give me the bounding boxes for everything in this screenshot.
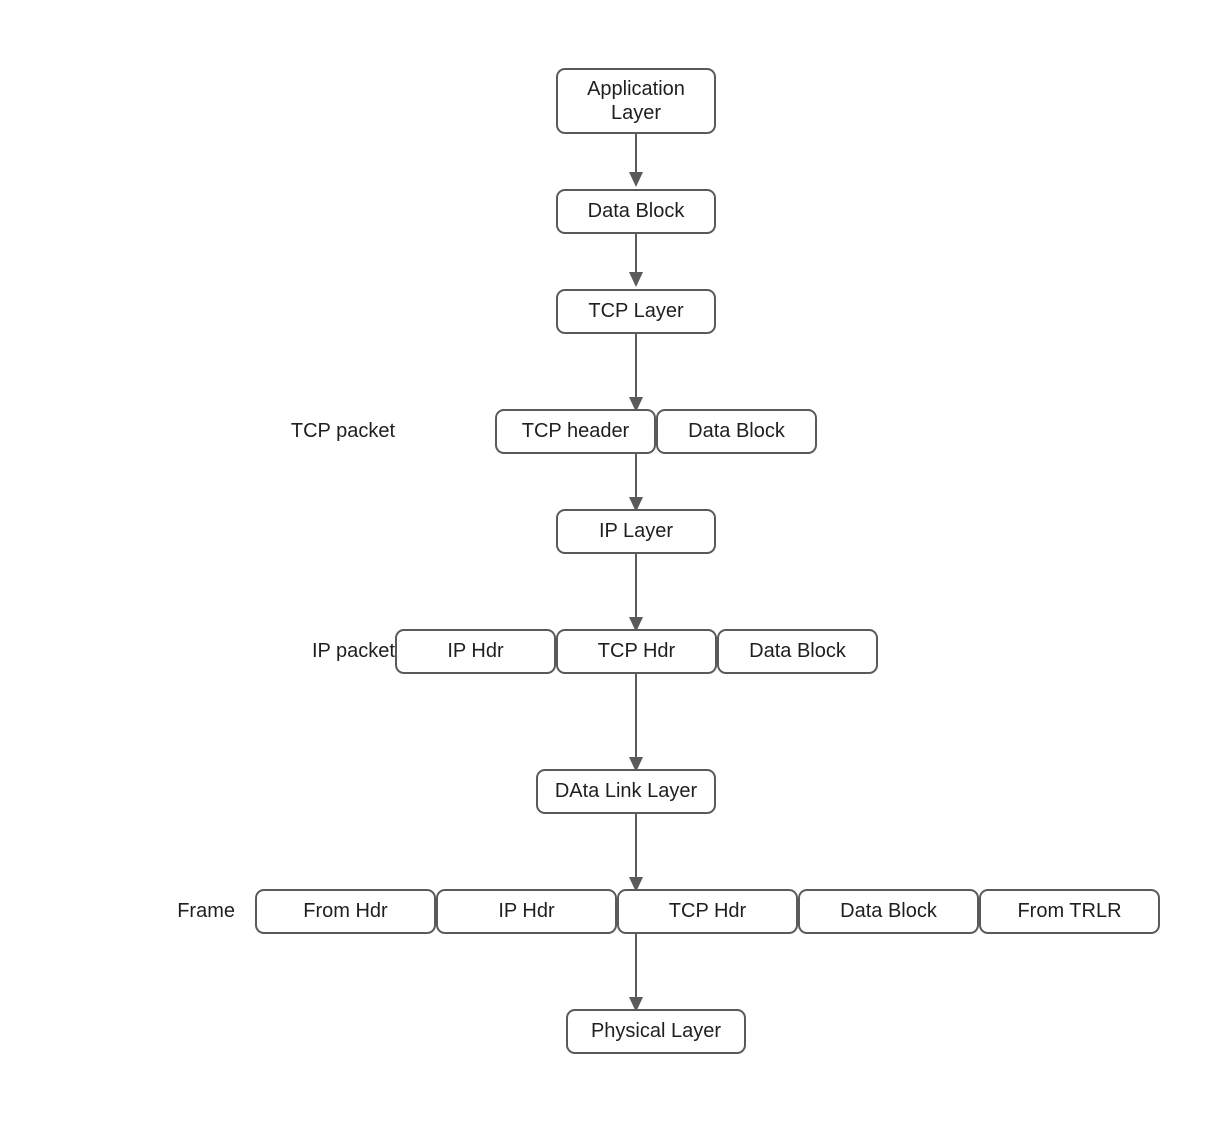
arrow-head-data-link-layer-to-frame (629, 877, 643, 892)
ip-packet-field-tcp-hdr-label: TCP Hdr (597, 640, 676, 663)
tcp-packet-field-tcp-header[interactable]: TCP header (495, 409, 656, 454)
ip-packet-field-tcp-hdr[interactable]: TCP Hdr (556, 629, 717, 674)
frame-field-from-hdr-label: From Hdr (303, 900, 388, 923)
ip-packet-field-data-block-label: Data Block (749, 640, 846, 663)
frame-field-data-block-label: Data Block (840, 900, 937, 923)
row-label-frame: Frame (177, 900, 235, 922)
ip-packet-field-ip-hdr[interactable]: IP Hdr (395, 629, 556, 674)
arrow-data-link-layer-to-frame (635, 813, 637, 898)
frame-field-ip-hdr-label: IP Hdr (498, 900, 555, 923)
arrow-application-to-data-block (635, 133, 637, 178)
arrow-ip-packet-to-data-link-layer (635, 673, 637, 778)
node-data-link-layer-label: DAta Link Layer (554, 780, 698, 803)
node-data-block-label: Data Block (587, 200, 685, 223)
node-application-layer-label: Application Layer (587, 77, 685, 124)
arrow-data-block-to-tcp-layer (635, 233, 637, 278)
frame-field-tcp-hdr[interactable]: TCP Hdr (617, 889, 798, 934)
node-physical-layer[interactable]: Physical Layer (566, 1009, 746, 1054)
arrow-head-tcp-packet-to-ip-layer (629, 497, 643, 512)
node-application-layer[interactable]: Application Layer (556, 68, 716, 134)
frame-field-from-hdr[interactable]: From Hdr (255, 889, 436, 934)
node-tcp-layer[interactable]: TCP Layer (556, 289, 716, 334)
tcp-packet-field-data-block[interactable]: Data Block (656, 409, 817, 454)
arrow-tcp-layer-to-tcp-packet (635, 333, 637, 418)
arrow-head-ip-packet-to-data-link-layer (629, 757, 643, 772)
node-physical-layer-label: Physical Layer (590, 1020, 722, 1043)
arrow-ip-layer-to-ip-packet (635, 553, 637, 638)
tcp-packet-field-tcp-header-label: TCP header (521, 420, 630, 443)
arrow-tcp-packet-to-ip-layer (635, 453, 637, 518)
arrow-head-application-to-data-block (629, 172, 643, 187)
frame-field-tcp-hdr-label: TCP Hdr (668, 900, 747, 923)
ip-packet-field-ip-hdr-label: IP Hdr (447, 640, 504, 663)
frame-field-ip-hdr[interactable]: IP Hdr (436, 889, 617, 934)
node-data-link-layer[interactable]: DAta Link Layer (536, 769, 716, 814)
row-label-tcp-packet: TCP packet (290, 420, 395, 442)
arrow-head-tcp-layer-to-tcp-packet (629, 397, 643, 412)
node-tcp-layer-label: TCP Layer (588, 300, 684, 323)
arrow-frame-to-physical-layer (635, 933, 637, 1018)
frame-field-from-trlr[interactable]: From TRLR (979, 889, 1160, 934)
arrow-head-data-block-to-tcp-layer (629, 272, 643, 287)
node-ip-layer-label: IP Layer (598, 520, 674, 543)
tcp-packet-field-data-block-label: Data Block (688, 420, 785, 443)
node-ip-layer[interactable]: IP Layer (556, 509, 716, 554)
ip-packet-field-data-block[interactable]: Data Block (717, 629, 878, 674)
node-data-block[interactable]: Data Block (556, 189, 716, 234)
row-label-ip-packet: IP packet (311, 640, 395, 662)
arrow-head-frame-to-physical-layer (629, 997, 643, 1012)
frame-field-data-block[interactable]: Data Block (798, 889, 979, 934)
frame-field-from-trlr-label: From TRLR (1017, 900, 1122, 923)
arrow-head-ip-layer-to-ip-packet (629, 617, 643, 632)
